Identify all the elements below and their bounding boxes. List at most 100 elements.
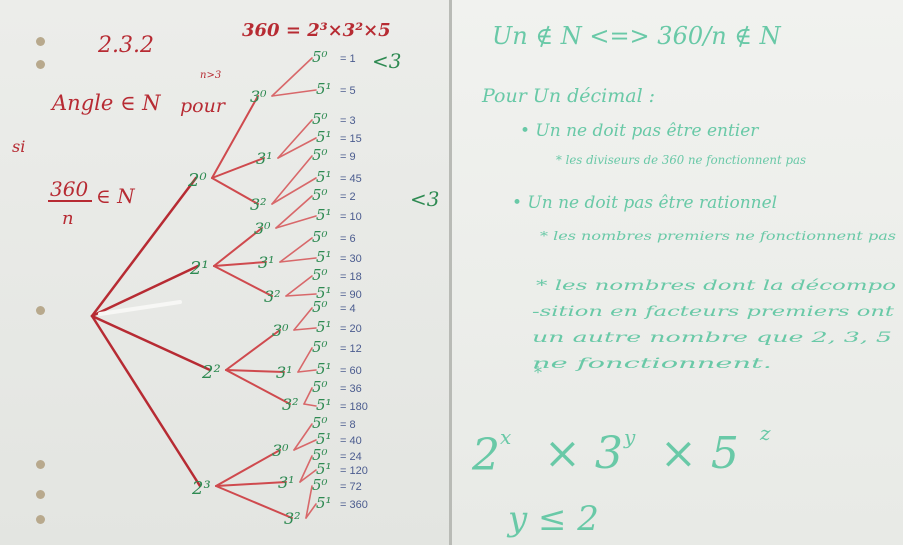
svg-text:× 3: × 3 (544, 428, 623, 479)
tree-node-level3: 5¹ (316, 128, 332, 146)
tree-node-level3: 5¹ (316, 460, 332, 478)
sub-point-2b: * les nombres dont la décompo -sition en… (532, 278, 900, 372)
svg-text:2: 2 (471, 430, 500, 481)
tree-result: = 5 (340, 85, 356, 97)
fraction-in-n: ∈ N (96, 184, 136, 208)
tree-edge-level3 (305, 503, 317, 519)
tree-edge-level3 (277, 119, 313, 159)
tree-result: = 9 (340, 151, 356, 163)
tree-node-level2: 3¹ (256, 149, 273, 168)
angle-statement: Angle ∈ N (50, 91, 161, 115)
bullet-1: • Un ne doit pas être entier (520, 121, 759, 141)
tree-node-level3: 5¹ (316, 284, 332, 302)
tree-result: = 72 (340, 481, 362, 493)
tree-result: = 4 (340, 303, 356, 315)
tree-edge-level2 (213, 227, 263, 267)
tree-result: = 3 (340, 115, 356, 127)
right-notes: Un ∉ N <=> 360/n ∉ N Pour Un décimal : •… (471, 22, 900, 539)
svg-text:× 5: × 5 (660, 428, 739, 479)
tree-edge-level2 (215, 485, 293, 519)
factorization: 360 = 2³×3²×5 (242, 20, 391, 41)
binder-hole (36, 490, 45, 499)
tree-edge-level3 (297, 369, 317, 373)
tree-node-level1: 2⁰ (187, 170, 207, 191)
tree-edge-level3 (279, 257, 317, 263)
tree-edge-level3 (271, 177, 317, 205)
tree-edge-level3 (271, 89, 317, 97)
tree-result: = 24 (340, 451, 362, 463)
less-than-3-mark-2: <3 (410, 187, 439, 211)
less-than-3-mark: <3 (372, 49, 401, 73)
tree-result: = 120 (340, 465, 368, 477)
left-header: 2.3.2 360 = 2³×3²×5 Angle ∈ N pour n>3 s… (12, 20, 439, 229)
tree-edge-level2 (225, 329, 281, 371)
tree-edge-level3 (293, 327, 317, 331)
tree-node-level2: 3¹ (278, 473, 295, 492)
tree-result: = 36 (340, 383, 362, 395)
tree-edge-level3 (275, 215, 317, 229)
star-mark: * (534, 363, 542, 382)
pour-line: Pour Un décimal : (481, 85, 655, 107)
tree-result: = 8 (340, 419, 356, 431)
tree-node-level3: 5⁰ (312, 48, 328, 66)
tree-node-level3: 5⁰ (312, 338, 328, 356)
tree-node-level3: 5¹ (316, 248, 332, 266)
tree-edge-level1 (90, 314, 212, 372)
tree-node-level3: 5⁰ (312, 186, 328, 204)
tree-edge-level2 (211, 95, 259, 179)
tree-node-level3: 5¹ (316, 80, 332, 98)
svg-text:z: z (759, 421, 771, 445)
tree-node-level3: 5¹ (316, 318, 332, 336)
tree-node-level2: 3² (282, 395, 299, 414)
eraser-smudge (98, 300, 182, 316)
tree-node-level3: 5¹ (316, 206, 332, 224)
tree-edge-level3 (303, 403, 317, 407)
pour-word: pour (180, 95, 227, 117)
tree-node-level1: 2¹ (189, 258, 209, 279)
tree-result: = 45 (340, 173, 362, 185)
tree-node-level3: 5⁰ (312, 228, 328, 246)
tree-node-level2: 3¹ (276, 363, 293, 382)
top-equivalence: Un ∉ N <=> 360/n ∉ N (492, 22, 782, 50)
tree-edge-level2 (211, 177, 259, 205)
tree-edge-level3 (271, 57, 313, 97)
tree-result: = 18 (340, 271, 362, 283)
tree-edge-level2 (215, 481, 287, 487)
tree-node-level2: 3⁰ (250, 87, 267, 106)
binder-hole (36, 460, 45, 469)
tree-result: = 15 (340, 133, 362, 145)
general-formula: 2 x × 3 y × 5 z (471, 421, 771, 481)
tree-edge-level3 (299, 455, 313, 483)
tree-node-level3: 5¹ (316, 430, 332, 448)
tree-edge-level3 (299, 469, 317, 483)
tree-node-level3: 5⁰ (312, 476, 328, 494)
fraction-denominator: n (62, 208, 74, 229)
tree-node-level3: 5⁰ (312, 414, 328, 432)
tree-edge-level2 (225, 369, 285, 373)
tree-edge-level3 (285, 275, 313, 297)
tree-node-level2: 3⁰ (272, 321, 289, 340)
tree-edge-level3 (293, 307, 313, 331)
tree-node-level2: 3⁰ (272, 441, 289, 460)
tree-node-level3: 5¹ (316, 494, 332, 512)
binder-hole (36, 306, 45, 315)
tree-edge-level2 (211, 157, 265, 179)
tree-edge-level2 (215, 449, 281, 487)
tree-node-level3: 5⁰ (312, 378, 328, 396)
tree-node-level3: 5¹ (316, 168, 332, 186)
tree-edge-level3 (305, 485, 313, 519)
board-seam (449, 0, 452, 545)
tree-edge-level1 (90, 314, 202, 488)
si-word: si (12, 137, 25, 156)
binder-hole (36, 60, 45, 69)
tree-edge-level3 (297, 347, 313, 373)
tree-edge-level3 (271, 155, 313, 205)
right-whiteboard (452, 0, 903, 545)
tree-result: = 12 (340, 343, 362, 355)
tree-edge-level3 (285, 293, 317, 297)
tree-edge-level3 (275, 195, 313, 229)
bullet-2: • Un ne doit pas être rationnel (512, 193, 777, 213)
tree-edge-level3 (277, 137, 317, 159)
svg-text:y: y (623, 425, 636, 449)
